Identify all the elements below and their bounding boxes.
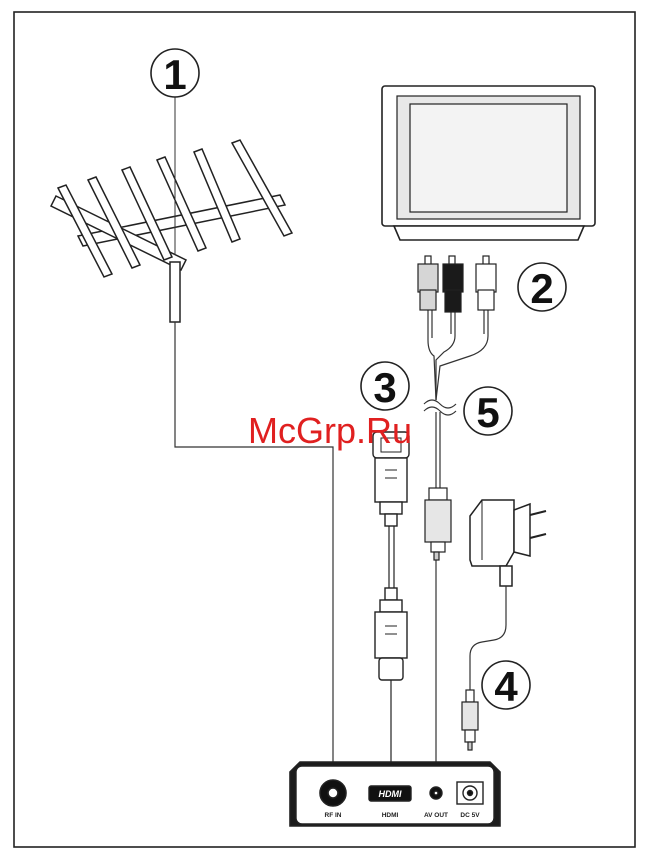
dc-plug: [462, 690, 478, 750]
hdmi-label: HDMI: [382, 812, 399, 819]
rca-plug-black: [443, 256, 463, 312]
watermark-text: McGrp.Ru: [248, 410, 412, 451]
callout-3: 3: [361, 362, 409, 411]
callout-1-number: 1: [163, 51, 186, 98]
av-jack-plug: [425, 488, 451, 560]
tv-icon: [382, 86, 595, 240]
callout-3-number: 3: [373, 364, 396, 411]
callout-2: 2: [518, 263, 566, 312]
av-out-port: [430, 787, 442, 799]
hdmi-cable: [373, 432, 409, 762]
rca-plug-white: [476, 256, 496, 310]
rca-plug-grey: [418, 256, 438, 310]
callout-4: 4: [482, 661, 530, 710]
power-adapter-icon: [470, 500, 546, 586]
callout-4-number: 4: [494, 663, 518, 710]
hdmi-port: HDMI: [369, 786, 411, 801]
callout-1: 1: [151, 49, 199, 98]
callout-5: 5: [464, 387, 512, 436]
antenna-cable: [175, 322, 333, 762]
av-out-label: AV OUT: [424, 812, 448, 819]
rf-in-port: [320, 780, 346, 806]
callout-2-number: 2: [530, 265, 553, 312]
hdmi-logo-text: HDMI: [379, 789, 402, 799]
callout-5-number: 5: [476, 389, 499, 436]
dc-5v-port: [457, 782, 483, 804]
antenna-icon: [51, 140, 292, 322]
dc-5v-label: DC 5V: [460, 812, 480, 819]
cable-break-mark: [424, 400, 456, 408]
rf-in-label: RF IN: [325, 812, 342, 819]
